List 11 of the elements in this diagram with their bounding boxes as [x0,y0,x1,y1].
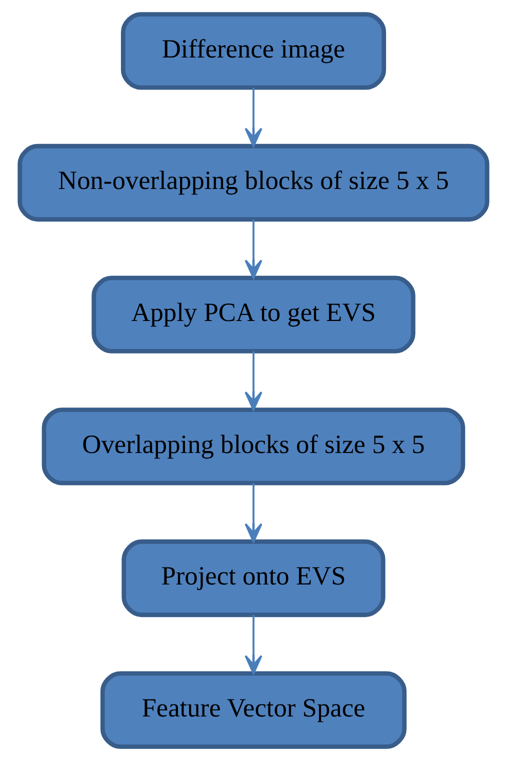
arrow [244,219,262,279]
arrow [244,483,262,543]
node-box: Non-overlapping blocks of size 5 x 5 [18,144,490,222]
arrow [244,614,262,674]
node-box: Feature Vector Space [100,671,407,749]
arrow [244,88,262,148]
node-box: Apply PCA to get EVS [92,276,416,354]
arrow [244,351,262,411]
node-box: Overlapping blocks of size 5 x 5 [42,408,466,486]
node-box: Difference image [120,12,386,90]
node-box: Project onto EVS [122,539,386,618]
